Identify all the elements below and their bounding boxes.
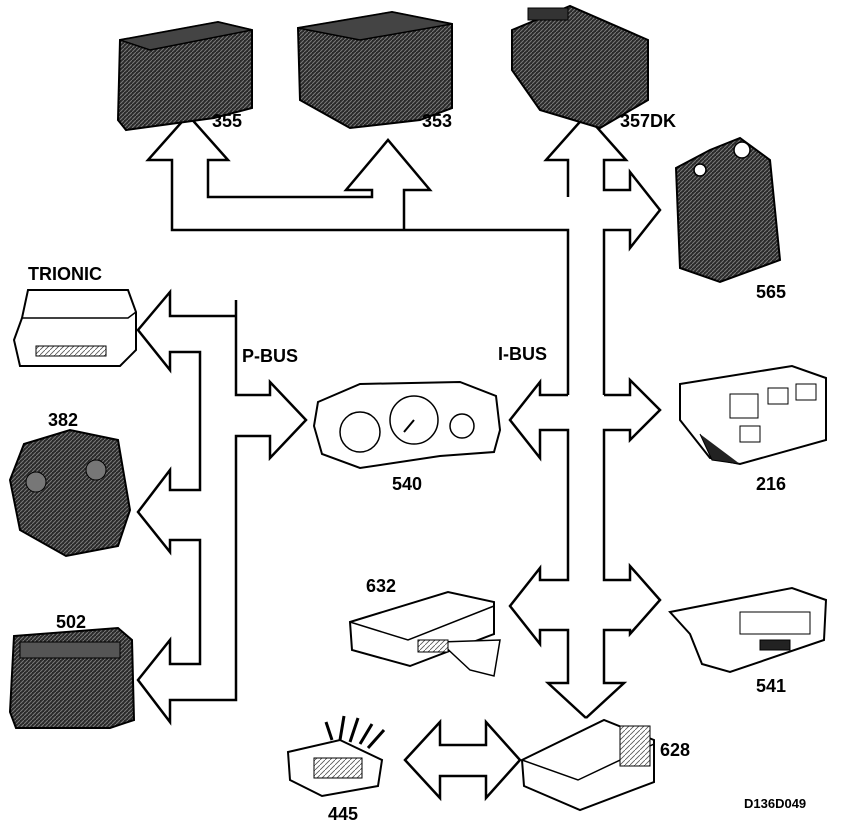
module-502-image	[8, 626, 136, 729]
module-541-image	[668, 586, 828, 674]
ibus-trunk-left	[508, 378, 587, 719]
label-ibus: I-BUS	[498, 344, 547, 364]
label-632: 632	[366, 576, 396, 596]
label-382: 382	[48, 410, 78, 430]
label-565: 565	[756, 282, 786, 302]
module-trionic-image	[12, 289, 137, 367]
module-445-image	[286, 715, 386, 798]
label-trionic: TRIONIC	[28, 264, 102, 284]
label-pbus: P-BUS	[242, 346, 298, 366]
module-382-image	[8, 428, 132, 558]
label-216: 216	[756, 474, 786, 494]
label-502: 502	[56, 612, 86, 632]
ibus-top-branch	[145, 113, 570, 395]
module-353-image	[296, 10, 453, 130]
label-541: 541	[756, 676, 786, 696]
label-353: 353	[422, 111, 452, 131]
reference-code: D136D049	[744, 796, 806, 811]
module-565-image	[674, 136, 782, 284]
label-628: 628	[660, 740, 690, 760]
pbus-trunk	[136, 288, 308, 726]
module-357dk-image	[511, 4, 649, 130]
module-540-image	[312, 380, 502, 470]
label-357dk: 357DK	[620, 111, 676, 131]
module-632-image	[348, 590, 501, 677]
label-540: 540	[392, 474, 422, 494]
module-216-image	[679, 364, 827, 466]
arrow-445-628	[403, 718, 522, 802]
ibus-top-right-branch	[543, 113, 662, 395]
ibus-trunk-right	[585, 376, 662, 719]
label-445: 445	[328, 804, 358, 824]
module-628-image	[520, 718, 655, 812]
label-355: 355	[212, 111, 242, 131]
module-355-image	[116, 20, 253, 132]
